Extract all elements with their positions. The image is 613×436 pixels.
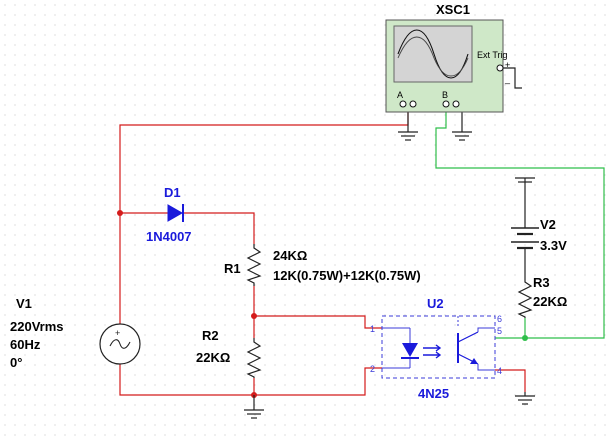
v1-frequency: 60Hz <box>10 337 41 352</box>
scope-waveform-a <box>397 29 469 79</box>
d1-model: 1N4007 <box>146 229 192 244</box>
scope-screen <box>393 25 473 83</box>
wire-source-bottom <box>119 358 254 396</box>
v1-voltage: 220Vrms <box>10 319 64 334</box>
opto-pin-6: 6 <box>497 314 502 324</box>
wire-ext-trig <box>503 67 522 89</box>
resistor-r2[interactable] <box>246 338 262 378</box>
diode-d1[interactable] <box>167 204 184 222</box>
wire-scope-b <box>435 112 605 339</box>
r1-note: 12K(0.75W)+12K(0.75W) <box>273 268 421 283</box>
v2-ref: V2 <box>540 217 556 232</box>
scope-waveform-b <box>397 36 469 77</box>
scope-terminal-a-minus <box>409 100 417 108</box>
r3-ref: R3 <box>533 275 550 290</box>
ac-source-v1[interactable]: + <box>99 323 141 365</box>
resistor-r3[interactable] <box>517 278 533 318</box>
r2-value: 22KΩ <box>196 350 230 365</box>
v1-ref: V1 <box>16 296 32 311</box>
ground-symbol <box>515 177 535 185</box>
wire-opto-emitter <box>495 369 526 392</box>
scope-channel-b-label: B <box>442 90 448 100</box>
ground-symbol <box>515 392 535 405</box>
ground-symbol <box>452 131 472 141</box>
wire-r2-node-to-opto <box>254 315 382 329</box>
v2-value: 3.3V <box>540 238 567 253</box>
scope-terminal-b <box>442 100 450 108</box>
oscilloscope-xsc1[interactable] <box>385 19 504 113</box>
junction-left <box>117 210 123 216</box>
d1-ref: D1 <box>164 185 181 200</box>
resistor-r1[interactable] <box>246 244 262 286</box>
wire-r2-to-ground <box>253 367 382 396</box>
ground-symbol <box>244 395 264 419</box>
r2-ref: R2 <box>202 328 219 343</box>
scope-plus-label: + <box>505 60 510 70</box>
scope-terminal-ext-trig <box>496 64 504 72</box>
ground-symbol <box>398 131 418 141</box>
scope-channel-a-label: A <box>397 90 403 100</box>
junction-collector <box>522 335 528 341</box>
ac-wiring <box>119 112 526 396</box>
v1-phase: 0° <box>10 355 22 370</box>
scope-minus-label: _ <box>504 74 511 84</box>
opto-pin-2: 2 <box>370 364 375 374</box>
led-icon <box>402 343 418 357</box>
scope-terminal-b-minus <box>452 100 460 108</box>
scope-ref: XSC1 <box>436 2 470 17</box>
wire-diode-to-r1 <box>184 212 255 244</box>
u2-model: 4N25 <box>418 386 449 401</box>
scope-terminal-a <box>399 100 407 108</box>
dc-source-v2[interactable] <box>511 227 539 250</box>
optocoupler-u2[interactable] <box>381 315 496 379</box>
u2-ref: U2 <box>427 296 444 311</box>
r1-value: 24KΩ <box>273 248 307 263</box>
r1-ref: R1 <box>224 261 241 276</box>
opto-pin-5: 5 <box>497 326 502 336</box>
scope-ext-trig-label: Ext Trig <box>477 50 508 60</box>
opto-pin-4: 4 <box>497 366 502 376</box>
junction-r2-top <box>251 313 257 319</box>
svg-text:+: + <box>115 328 120 338</box>
opto-pin-1: 1 <box>370 324 375 334</box>
wire-top-loop <box>119 112 409 330</box>
r3-value: 22KΩ <box>533 294 567 309</box>
